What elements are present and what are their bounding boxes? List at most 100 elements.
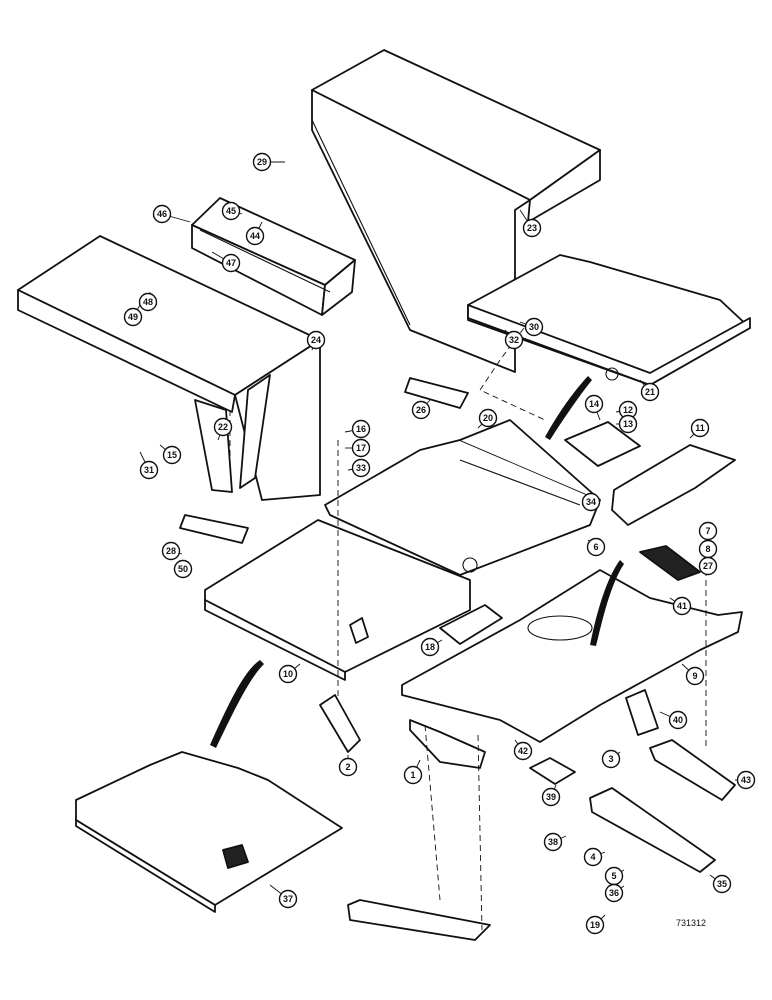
bracket-43 [529, 757, 576, 785]
callout-21: 21 [640, 382, 660, 402]
callout-circle [245, 226, 265, 246]
callout-number: 36 [609, 888, 619, 898]
callout-number: 28 [166, 546, 176, 556]
callout-circle [306, 330, 326, 350]
callout-number: 5 [611, 871, 616, 881]
floor-plate-left [204, 519, 471, 681]
callout-number: 30 [529, 322, 539, 332]
callout-circle [420, 637, 440, 657]
callout-5: 5 [604, 866, 624, 886]
platform-right [467, 254, 751, 386]
callout-circle [411, 400, 431, 420]
fender-left [17, 235, 321, 501]
callout-22: 22 [213, 417, 233, 437]
support-2 [409, 719, 486, 769]
callout-46: 46 [152, 204, 172, 224]
callout-circle [478, 408, 498, 428]
callout-9: 9 [685, 666, 705, 686]
callout-circle [601, 749, 621, 769]
callout-circle [543, 832, 563, 852]
callout-18: 18 [420, 637, 440, 657]
step-plate [611, 444, 736, 526]
callout-number: 12 [623, 405, 633, 415]
callout-32: 32 [504, 330, 524, 350]
callout-4: 4 [583, 847, 603, 867]
callout-circle [139, 460, 159, 480]
floor-mat [639, 545, 701, 581]
callout-circle [252, 152, 272, 172]
callout-number: 31 [144, 465, 154, 475]
floor-plate-rear [75, 751, 343, 913]
callout-circle [221, 201, 241, 221]
callout-circle [698, 556, 718, 576]
callout-35: 35 [712, 874, 732, 894]
callout-number: 29 [257, 157, 267, 167]
callout-8: 8 [698, 539, 718, 559]
callout-number: 26 [416, 405, 426, 415]
callout-number: 9 [692, 671, 697, 681]
support-3 [649, 739, 736, 801]
callout-42: 42 [513, 741, 533, 761]
callout-30: 30 [524, 317, 544, 337]
callout-circle [690, 418, 710, 438]
callout-number: 4 [590, 852, 595, 862]
callout-36: 36 [604, 883, 624, 903]
callout-6: 6 [586, 537, 606, 557]
callout-number: 19 [590, 920, 600, 930]
callout-number: 15 [167, 450, 177, 460]
callout-circle [338, 757, 358, 777]
callout-number: 49 [128, 312, 138, 322]
callout-23: 23 [522, 218, 542, 238]
callout-circle [524, 317, 544, 337]
support-37 [347, 899, 491, 941]
callout-17: 17 [351, 438, 371, 458]
callout-number: 27 [703, 561, 713, 571]
callout-circle [351, 438, 371, 458]
callout-number: 40 [673, 715, 683, 725]
callout-44: 44 [245, 226, 265, 246]
callout-7: 7 [698, 521, 718, 541]
callout-number: 16 [356, 424, 366, 434]
callout-number: 13 [623, 419, 633, 429]
callout-37: 37 [278, 889, 298, 909]
callout-circle [161, 541, 181, 561]
callout-circle [522, 218, 542, 238]
callout-circle [351, 458, 371, 478]
callout-47: 47 [221, 253, 241, 273]
callout-number: 44 [250, 231, 260, 241]
support-36 [589, 787, 716, 873]
callout-number: 47 [226, 258, 236, 268]
callout-number: 43 [741, 775, 751, 785]
callout-circle [640, 382, 660, 402]
callout-number: 34 [586, 497, 596, 507]
callout-number: 33 [356, 463, 366, 473]
callout-number: 1 [410, 770, 415, 780]
callout-circle [513, 741, 533, 761]
callout-49: 49 [123, 307, 143, 327]
callout-39: 39 [541, 787, 561, 807]
callout-number: 46 [157, 209, 167, 219]
callout-2: 2 [338, 757, 358, 777]
callout-circle [685, 666, 705, 686]
cover-plate [564, 421, 641, 467]
callout-number: 22 [218, 422, 228, 432]
callout-circle [221, 253, 241, 273]
callout-45: 45 [221, 201, 241, 221]
callout-31: 31 [139, 460, 159, 480]
callout-circle [698, 521, 718, 541]
bracket-26-b [179, 514, 249, 544]
callout-circle [213, 417, 233, 437]
callout-38: 38 [543, 832, 563, 852]
callout-33: 33 [351, 458, 371, 478]
callout-number: 41 [677, 601, 687, 611]
callout-circle [123, 307, 143, 327]
callout-circle [604, 883, 624, 903]
callout-number: 42 [518, 746, 528, 756]
callout-number: 17 [356, 443, 366, 453]
callout-16: 16 [351, 419, 371, 439]
callout-circle [581, 492, 601, 512]
callout-number: 35 [717, 879, 727, 889]
callout-number: 48 [143, 297, 153, 307]
callout-1: 1 [403, 765, 423, 785]
